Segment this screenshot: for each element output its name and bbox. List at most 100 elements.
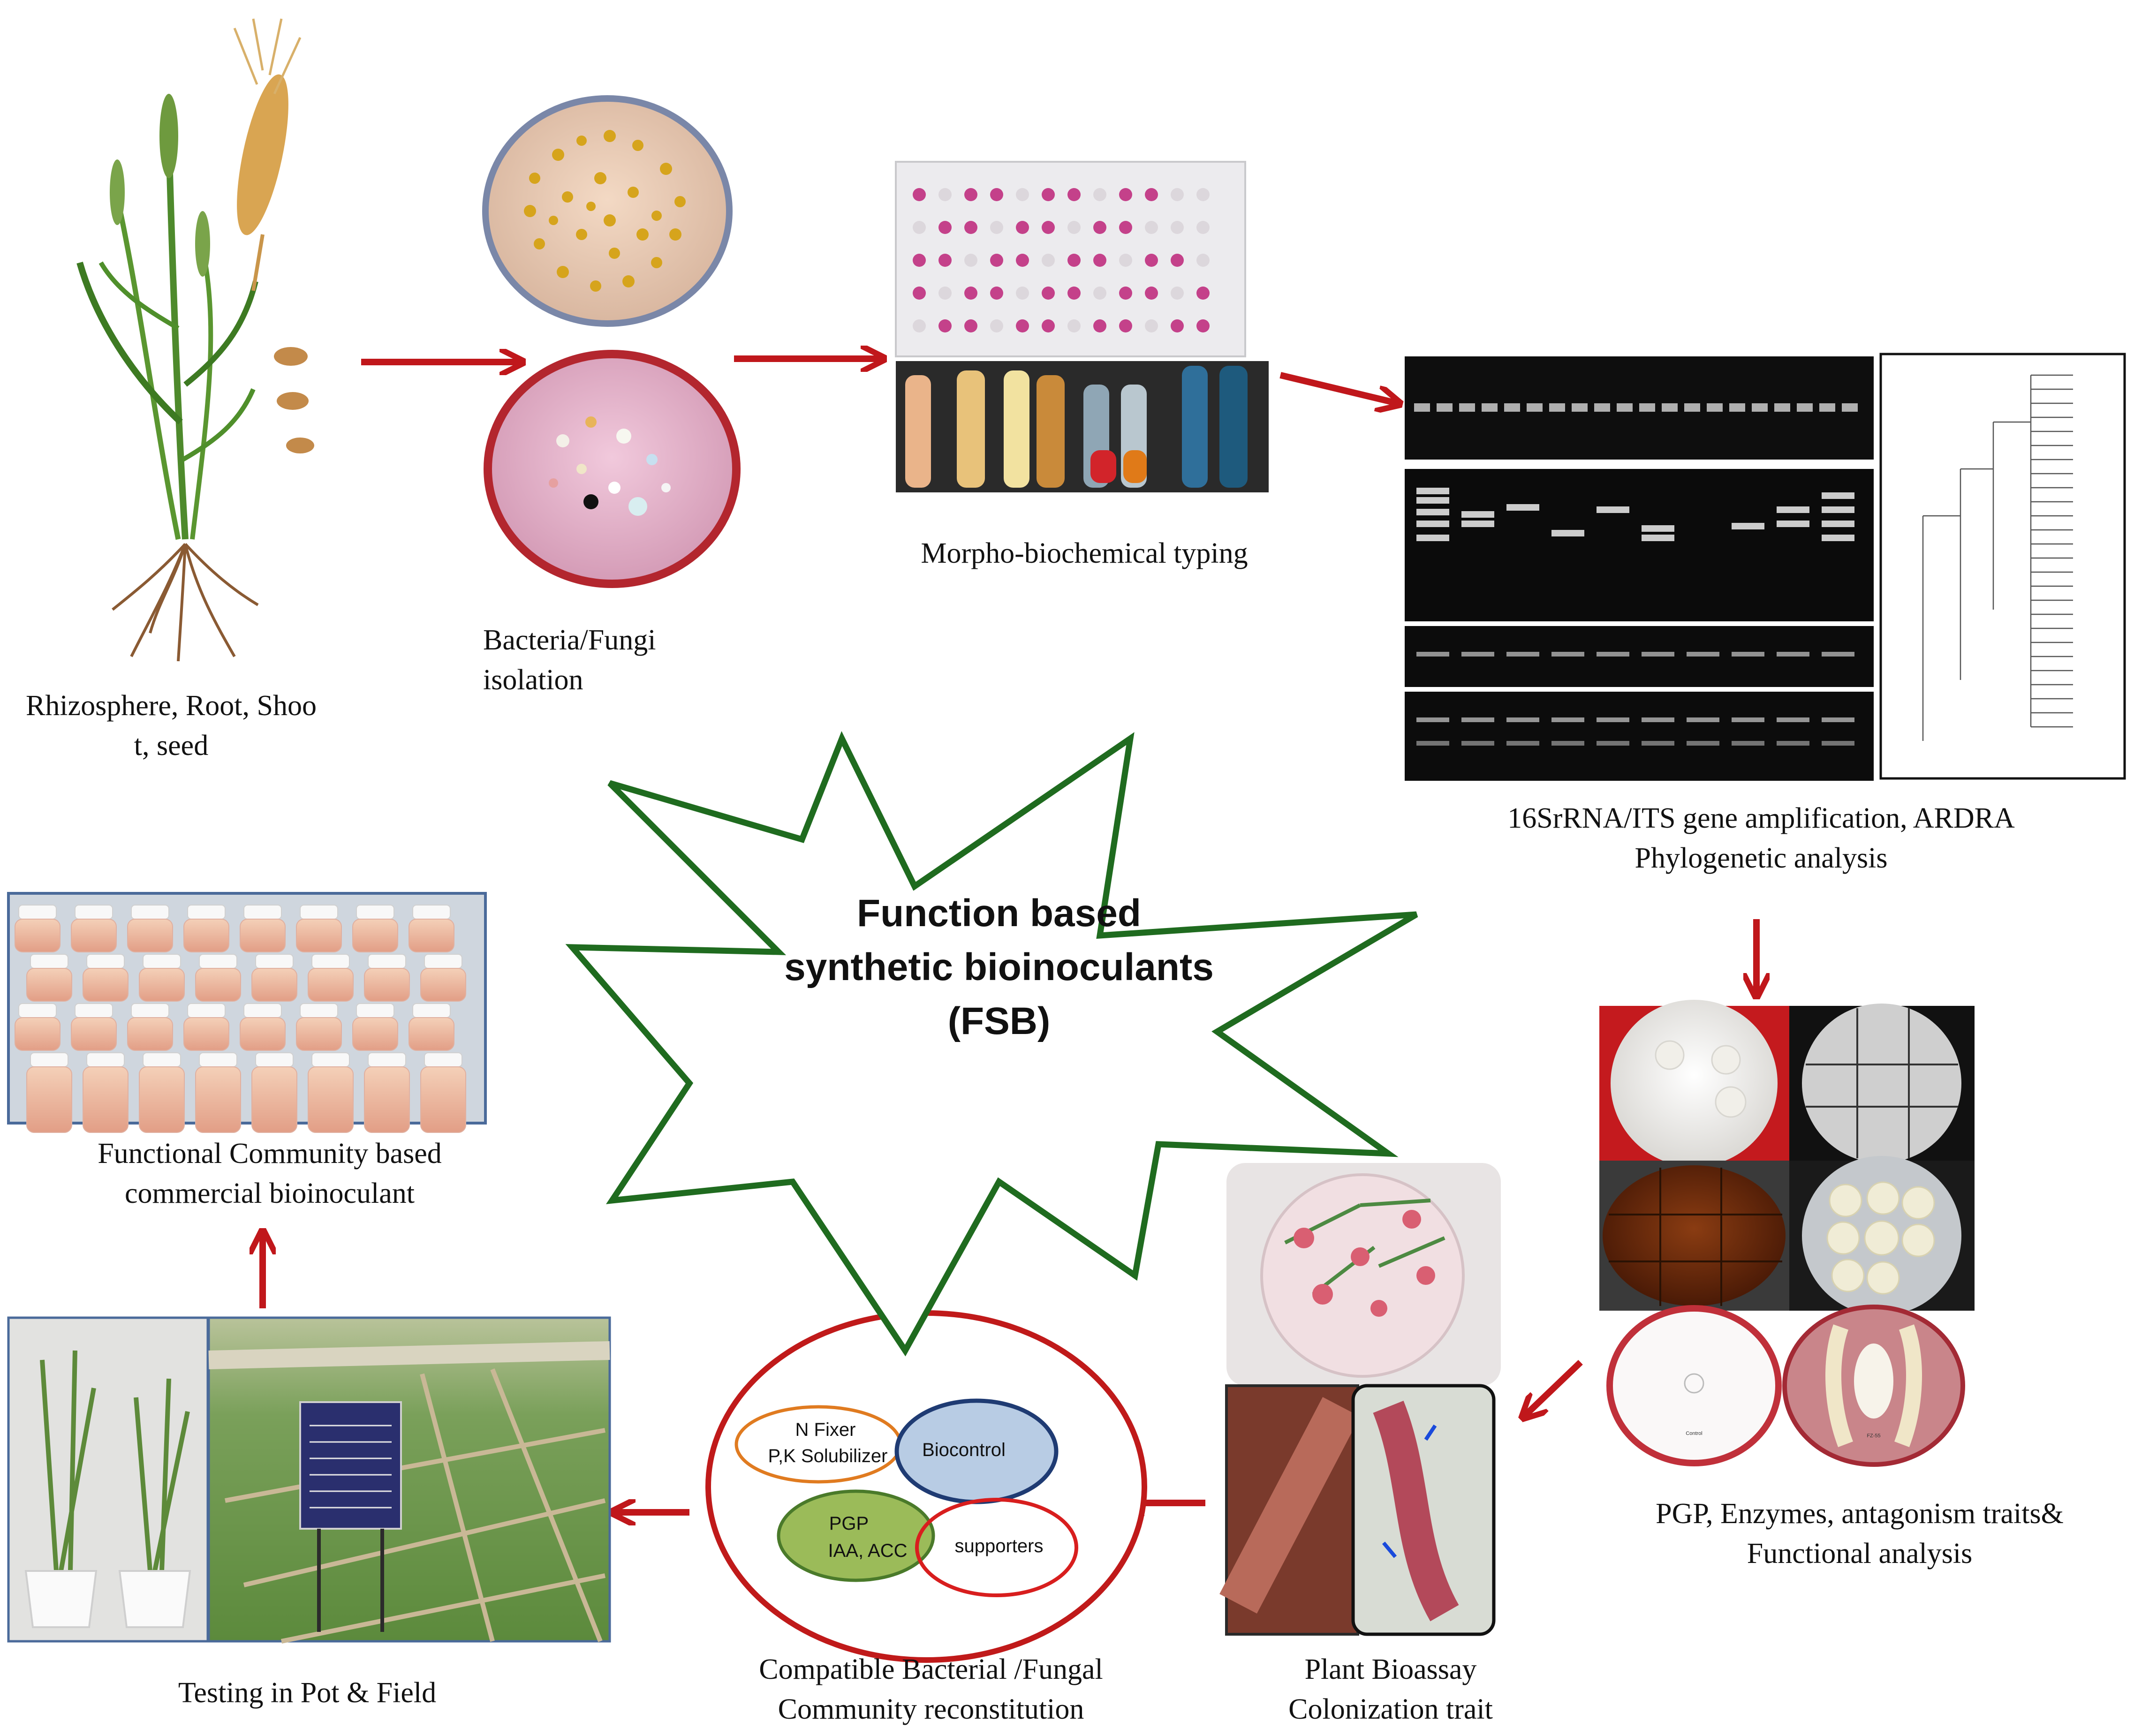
wheat-ear — [233, 18, 302, 291]
well — [1145, 188, 1158, 201]
supporters-label: supporters — [955, 1536, 1044, 1556]
pk-solubilizer-label: P,K Solubilizer — [768, 1446, 888, 1466]
well — [1171, 254, 1184, 267]
seed — [277, 392, 309, 410]
arrow-traits-to-bioassay — [1524, 1359, 1583, 1416]
isolation-plates — [482, 95, 741, 588]
community-caption-line1: Compatible Bacterial /Fungal — [759, 1653, 1103, 1685]
control-plate-label: Control — [1686, 1431, 1702, 1436]
well — [1067, 221, 1081, 234]
well — [1042, 221, 1055, 234]
isolation-caption-line1: Bacteria/Fungi — [483, 624, 656, 656]
pgp-plate-1 — [1611, 1000, 1778, 1167]
bioinoculant-bottles-photo — [7, 892, 487, 1133]
well — [1119, 221, 1132, 234]
well — [1119, 188, 1132, 201]
traits-caption-line2: Functional analysis — [1747, 1538, 1972, 1570]
well — [938, 287, 952, 300]
supporters-oval — [915, 1498, 1078, 1597]
biocontrol-label: Biocontrol — [922, 1440, 1006, 1460]
well — [1145, 319, 1158, 332]
phylogenetic-tree — [1879, 353, 2126, 780]
well — [938, 188, 952, 201]
community-caption-line2: Community reconstitution — [778, 1693, 1084, 1725]
gel-electrophoresis-images — [1405, 356, 1874, 781]
well — [964, 188, 977, 201]
well — [964, 319, 977, 332]
center-starburst — [565, 731, 1418, 1357]
well — [1093, 319, 1106, 332]
well — [1067, 319, 1081, 332]
biochemical-typing-images — [895, 161, 1269, 492]
well — [1145, 254, 1158, 267]
well — [1119, 287, 1132, 300]
pgp-plate-2 — [1802, 1004, 1961, 1163]
well — [938, 319, 952, 332]
bacteria-plate — [482, 95, 733, 327]
well-grid — [913, 188, 1210, 332]
gel-panel-4 — [1405, 692, 1874, 781]
source-caption-line1: Rhizosphere, Root, Shoo — [26, 690, 317, 722]
well — [1016, 319, 1029, 332]
well — [1067, 188, 1081, 201]
iaa-acc-label: IAA, ACC — [828, 1540, 908, 1561]
pot — [24, 1570, 98, 1628]
roots — [112, 543, 259, 662]
mixed-colonies — [549, 416, 671, 516]
well — [1196, 319, 1210, 332]
gel-panel-2 — [1405, 469, 1874, 621]
bioassay-images — [1219, 1163, 1501, 1636]
well — [964, 254, 977, 267]
well — [1016, 221, 1029, 234]
well — [913, 319, 926, 332]
well — [1016, 254, 1029, 267]
well — [1042, 188, 1055, 201]
fungi-plate — [484, 350, 741, 588]
well — [1196, 221, 1210, 234]
well — [990, 254, 1003, 267]
well — [964, 287, 977, 300]
well — [1042, 287, 1055, 300]
enzyme-plate — [1603, 1165, 1786, 1306]
pgp-oval — [777, 1489, 935, 1582]
well — [1145, 287, 1158, 300]
well — [1145, 221, 1158, 234]
gel-bands — [1414, 403, 1858, 746]
center-title-line2: synthetic bioinoculants — [784, 946, 1214, 989]
well — [1196, 287, 1210, 300]
pgp-label: PGP — [829, 1513, 869, 1534]
test-tube-rack — [896, 361, 1269, 492]
bioassay-caption-line1: Plant Bioassay — [1305, 1653, 1477, 1685]
typing-caption: Morpho-biochemical typing — [921, 537, 1248, 569]
well — [1093, 287, 1106, 300]
well — [990, 319, 1003, 332]
field-photo — [207, 1316, 611, 1643]
yellow-colonies — [524, 130, 686, 292]
seed — [286, 438, 314, 453]
well — [1171, 319, 1184, 332]
control-plate — [1606, 1305, 1782, 1466]
traits-caption-line1: PGP, Enzymes, antagonism traits& — [1656, 1498, 2064, 1530]
well — [1042, 254, 1055, 267]
well — [1093, 188, 1106, 201]
wheat-plant-illustration — [76, 18, 314, 662]
well — [913, 188, 926, 201]
bioassay-caption-line2: Colonization trait — [1288, 1693, 1493, 1725]
well — [1171, 287, 1184, 300]
well — [1016, 188, 1029, 201]
commercial-caption-line1: Functional Community based — [98, 1138, 442, 1170]
well — [913, 254, 926, 267]
molecular-caption-line1: 16SrRNA/ITS gene amplification, ARDRA — [1507, 802, 2015, 834]
well — [1093, 221, 1106, 234]
molecular-caption-line2: Phylogenetic analysis — [1635, 842, 1888, 874]
field-signboard — [299, 1401, 402, 1530]
source-caption-line2: t, seed — [134, 730, 208, 762]
test-tubes — [905, 366, 1248, 488]
well — [1042, 319, 1055, 332]
well — [1093, 254, 1106, 267]
well — [990, 221, 1003, 234]
well — [938, 254, 952, 267]
pot — [118, 1570, 191, 1628]
well — [1171, 221, 1184, 234]
trait-assay-plates: Control FZ-55 — [1599, 1000, 1975, 1467]
